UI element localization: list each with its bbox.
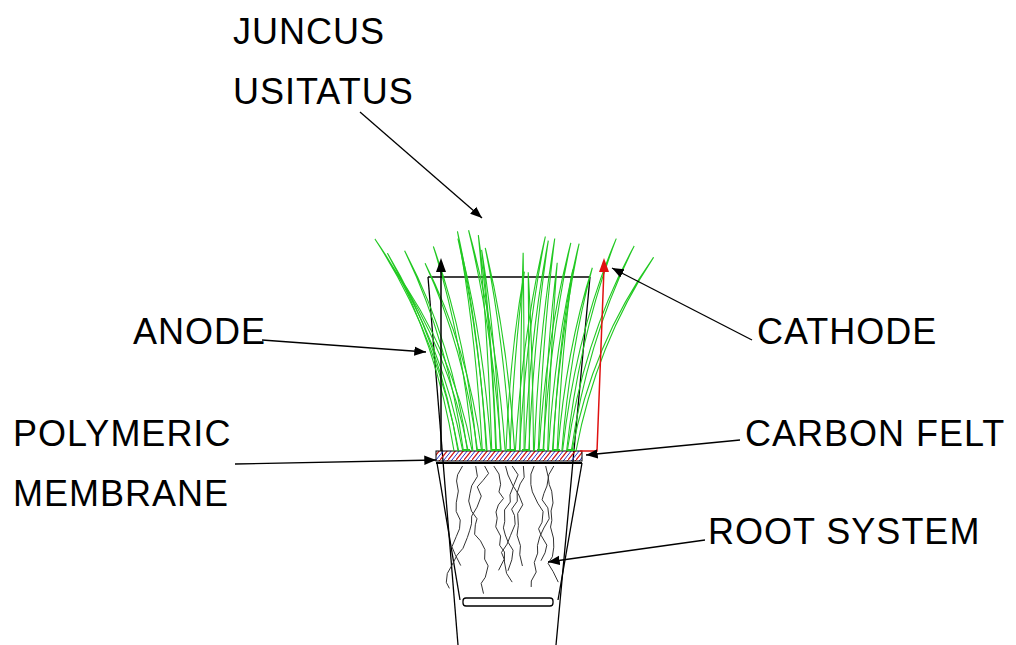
cathode-wire — [580, 268, 604, 451]
part-label: ANODE — [133, 302, 266, 362]
anode-terminal — [436, 258, 446, 272]
part-label: JUNCUS USITATUS — [233, 2, 483, 122]
root-lines — [446, 466, 558, 594]
carbon-felt — [436, 451, 582, 461]
part-label: CATHODE — [757, 302, 937, 362]
part-label: POLYMERIC MEMBRANE — [13, 404, 263, 524]
anode-wire — [440, 268, 442, 451]
polymeric-membrane — [436, 462, 582, 464]
part-label: CARBON FELT — [745, 404, 1005, 464]
part-label: ROOT SYSTEM — [708, 502, 980, 562]
cathode-terminal — [599, 258, 609, 272]
leader-lines — [235, 112, 752, 562]
plant-leaves — [375, 230, 654, 451]
